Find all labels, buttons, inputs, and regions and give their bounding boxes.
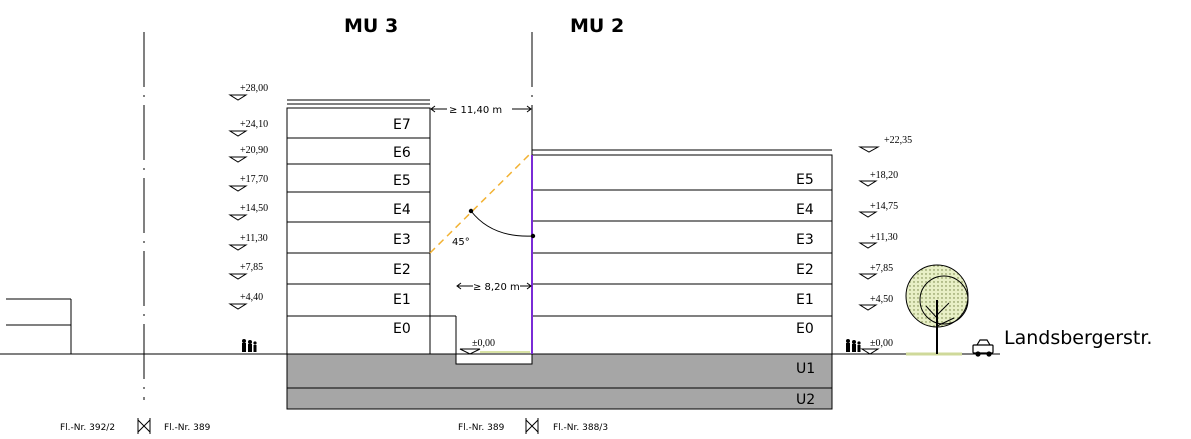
car-icon bbox=[972, 339, 994, 357]
plot-boundary-symbol-left bbox=[137, 418, 151, 434]
level-label-right-0: ±0,00 bbox=[870, 338, 893, 349]
level-marker-left-20 bbox=[228, 156, 248, 163]
mu3-building bbox=[286, 99, 457, 355]
angle-label: 45° bbox=[452, 237, 470, 248]
plot-label-left-b: Fl.-Nr. 389 bbox=[164, 423, 211, 433]
level-marker-left-24 bbox=[228, 130, 248, 137]
level-marker-right-18 bbox=[858, 180, 878, 187]
level-marker-right-22 bbox=[858, 146, 880, 153]
dimension-lower bbox=[456, 282, 532, 290]
angle-arc bbox=[470, 210, 534, 237]
mu3-floor-e7: E7 bbox=[393, 117, 411, 133]
plot-label-right-b: Fl.-Nr. 388/3 bbox=[553, 423, 608, 433]
level-marker-left-4 bbox=[228, 303, 248, 310]
basement-u1 bbox=[286, 353, 833, 389]
level-label-left-7: +7,85 bbox=[240, 262, 263, 273]
level-label-right-14: +14,75 bbox=[870, 201, 898, 212]
level-label-left-4: +4,40 bbox=[240, 292, 263, 303]
level-label-left-17: +17,70 bbox=[240, 174, 268, 185]
mu2-floor-e0: E0 bbox=[796, 321, 814, 337]
level-label-right-22: +22,35 bbox=[884, 135, 912, 146]
level-marker-left-7 bbox=[228, 273, 248, 280]
level-label-right-11: +11,30 bbox=[870, 232, 898, 243]
road-label: Landsbergerstr. bbox=[1004, 327, 1152, 349]
level-marker-right-11 bbox=[858, 242, 878, 249]
level-marker-right-14 bbox=[858, 211, 878, 218]
mu3-floor-e3: E3 bbox=[393, 232, 411, 248]
people-icon-left bbox=[242, 339, 257, 352]
mu2-floor-e1: E1 bbox=[796, 292, 814, 308]
level-label-left-28: +28,00 bbox=[240, 83, 268, 94]
plot-label-right-a: Fl.-Nr. 389 bbox=[458, 423, 505, 433]
neighbour-building bbox=[6, 298, 72, 354]
level-label-left-20: +20,90 bbox=[240, 145, 268, 156]
plot-label-left-a: Fl.-Nr. 392/2 bbox=[60, 423, 115, 433]
level-marker-left-17 bbox=[228, 185, 248, 192]
title-mu2: MU 2 bbox=[570, 15, 624, 37]
dimension-top-label: ≥ 11,40 m bbox=[449, 105, 502, 116]
people-icon-right bbox=[846, 339, 861, 352]
mu3-floor-e6: E6 bbox=[393, 145, 411, 161]
title-mu3: MU 3 bbox=[344, 15, 398, 37]
level-label-left-11: +11,30 bbox=[240, 233, 268, 244]
level-marker-left-14 bbox=[228, 214, 248, 221]
basement-label-u1: U1 bbox=[796, 361, 815, 377]
basement-u2 bbox=[286, 387, 833, 410]
level-label-right-4: +4,50 bbox=[870, 294, 893, 305]
level-marker-right-7 bbox=[858, 273, 878, 280]
level-marker-right-4 bbox=[858, 304, 878, 311]
basement-label-u2: U2 bbox=[796, 392, 815, 408]
mu2-floor-e3: E3 bbox=[796, 232, 814, 248]
mu2-building bbox=[531, 149, 833, 355]
courtyard-cutout bbox=[455, 353, 533, 365]
level-label-left-14: +14,50 bbox=[240, 203, 268, 214]
mu2-floor-e2: E2 bbox=[796, 262, 814, 278]
mu3-floor-e2: E2 bbox=[393, 262, 411, 278]
mu3-floor-e0: E0 bbox=[393, 321, 411, 337]
dimension-top bbox=[430, 105, 532, 113]
level-label-left-24: +24,10 bbox=[240, 119, 268, 130]
tree-icon bbox=[905, 264, 969, 356]
angle-45-line bbox=[429, 151, 533, 254]
level-label-right-18: +18,20 bbox=[870, 170, 898, 181]
level-marker-left-11 bbox=[228, 244, 248, 251]
level-marker-right-0 bbox=[860, 348, 880, 355]
level-marker-courtyard bbox=[459, 348, 530, 355]
level-marker-left-28 bbox=[228, 94, 248, 101]
mu3-floor-e4: E4 bbox=[393, 202, 411, 218]
level-label-courtyard: ±0,00 bbox=[472, 338, 495, 349]
level-label-right-7: +7,85 bbox=[870, 263, 893, 274]
mu2-floor-e5: E5 bbox=[796, 172, 814, 188]
mu3-floor-e1: E1 bbox=[393, 292, 411, 308]
mu2-floor-e4: E4 bbox=[796, 202, 814, 218]
mu3-floor-e5: E5 bbox=[393, 173, 411, 189]
dimension-lower-label: ≥ 8,20 m bbox=[473, 282, 520, 293]
plot-boundary-symbol-right bbox=[525, 418, 539, 434]
